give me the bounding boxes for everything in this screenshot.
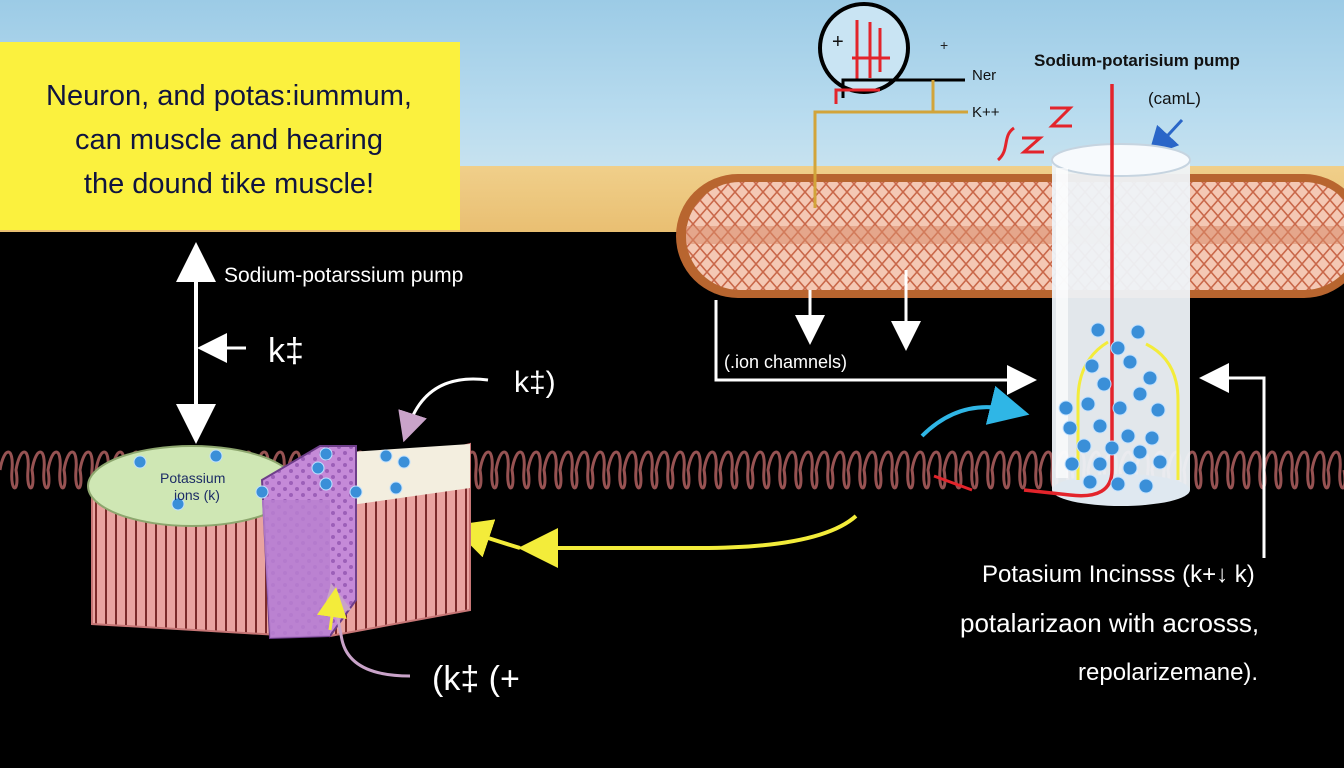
caption-line-3: repolarizemane). [1078,659,1258,686]
membrane-block [87,442,471,640]
membrane-capsule [676,174,1344,298]
headline-box: Neuron, and potas:iummum, can muscle and… [0,42,460,230]
ion-channel-arrow [714,300,1037,395]
potassium-ion [1138,478,1154,494]
red-arrow-short [933,474,973,492]
top-right-title: Sodium-potarisium pump [1034,51,1240,70]
caption-line-2: potalarizaon with acrosss, [960,608,1259,638]
potassium-ion [1132,386,1148,402]
potassium-ion [1110,476,1126,492]
yellow-flow-arrow-2 [451,519,521,558]
potassium-ion [397,455,411,469]
signal-squiggle [996,106,1074,162]
signal-line [1023,84,1114,498]
note-arrow [1147,118,1184,158]
potassium-ion [1076,438,1092,454]
potassium-ion [1122,460,1138,476]
left-k-label: k‡ [268,332,304,370]
left-pump-title: Sodium-potarssium pump [224,264,463,287]
tube-ions [1058,322,1168,494]
bottom-k-label: (k‡ (+ [432,660,520,698]
potassium-ions-line1: Potassium [160,470,225,486]
potassium-ion [389,481,403,495]
potassium-ion [379,449,393,463]
wire-ner [841,78,965,98]
potassium-ion [1144,430,1160,446]
tube-yellow-loop-left [1076,340,1109,480]
small-plus: + [940,37,948,53]
yellow-flow-arrow [518,514,858,568]
top-right-note: (camL) [1148,89,1201,108]
headline-line-3: the dound tike muscle! [83,168,375,200]
potassium-ion [1092,456,1108,472]
caption-line-1: Potasium Incinsss (k+↓ k) [982,561,1255,588]
k-callout-label: k‡) [514,366,556,399]
potassium-ion [311,461,325,475]
potassium-ion [1084,358,1100,374]
potassium-ion [1104,440,1120,456]
potassium-ion [349,485,363,499]
k-callout-arrow [398,377,489,443]
potassium-ion [1058,400,1074,416]
potassium-ion [1130,324,1146,340]
potassium-ions-line2: ions (k) [174,487,220,503]
potassium-ion [1092,418,1108,434]
potassium-ion [1132,444,1148,460]
potassium-ion [319,447,333,461]
wire-red [834,88,880,104]
potassium-ion [209,449,223,463]
purple-up-arrow [322,583,411,678]
potassium-ion [1122,354,1138,370]
potassium-ion [1110,340,1126,356]
wire-k [931,80,968,114]
channel-protein [260,445,357,640]
headline-line-1: Neuron, and potas:iummum, [46,80,412,112]
return-arrow [1199,363,1266,558]
potassium-ion [1090,322,1106,338]
tube-yellow-loop-right [1145,342,1180,480]
voltage-probe-icon: + [818,2,910,94]
svg-text:+: + [832,31,844,53]
potassium-ion [319,477,333,491]
block-ions [133,447,411,511]
potassium-ion [1062,420,1078,436]
potassium-ion [1150,402,1166,418]
potassium-ion [1096,376,1112,392]
cyan-arrow [920,385,1030,438]
potassium-ion [1064,456,1080,472]
potassium-ion [133,455,147,469]
legend-ner: Ner [972,67,996,84]
yellow-up-arrow [317,587,347,631]
potassium-ion [1152,454,1168,470]
wire-down [813,110,933,208]
legend-k: K++ [972,104,1000,121]
potassium-ion [1112,400,1128,416]
pump-tube [1051,143,1191,506]
headline-line-2: can muscle and hearing [75,124,383,156]
potassium-ion [1080,396,1096,412]
ion-channels-label: (.ion chamnels) [724,352,847,372]
potassium-ion [171,497,185,511]
potassium-ion [1142,370,1158,386]
potassium-ion [1082,474,1098,490]
potassium-ion [255,485,269,499]
potassium-ion [1120,428,1136,444]
